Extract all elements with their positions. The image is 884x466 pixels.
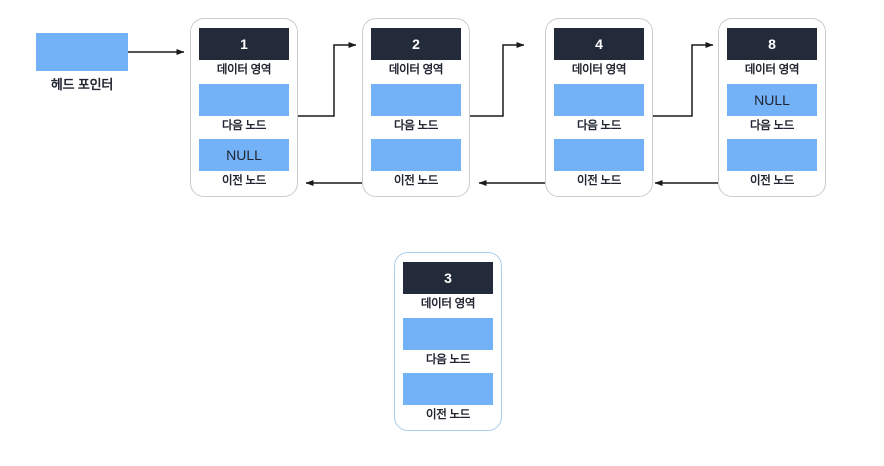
node-4-data-value: 4 <box>554 28 644 60</box>
node-3-data-value: 3 <box>403 262 493 294</box>
node-2-data-label: 데이터 영역 <box>388 64 444 76</box>
node-2-prev-pointer[interactable] <box>371 139 461 172</box>
node-card-2[interactable]: 2 데이터 영역 다음 노드 이전 노드 <box>362 18 470 197</box>
head-pointer-box[interactable] <box>36 33 128 71</box>
node-2-next-pointer[interactable] <box>371 83 461 116</box>
node-8-data-value: 8 <box>727 28 817 60</box>
node-3-next-label: 다음 노드 <box>425 353 470 366</box>
node-card-1[interactable]: 1 데이터 영역 다음 노드 NULL 이전 노드 <box>190 18 298 197</box>
node-8-prev-pointer[interactable] <box>727 139 817 172</box>
node-1-next-pointer[interactable] <box>199 83 289 116</box>
node-2-data-value: 2 <box>371 28 461 60</box>
node-1-prev-label: 이전 노드 <box>221 175 266 188</box>
node-card-4[interactable]: 4 데이터 영역 다음 노드 이전 노드 <box>545 18 653 197</box>
node-3-prev-label: 이전 노드 <box>425 409 470 422</box>
node-4-data-label: 데이터 영역 <box>571 64 627 76</box>
node-4-next-label: 다음 노드 <box>576 119 621 132</box>
node-2-next-label: 다음 노드 <box>393 119 438 132</box>
node-8-prev-label: 이전 노드 <box>749 175 794 188</box>
node-3-data-label: 데이터 영역 <box>420 298 476 310</box>
node-8-data-label: 데이터 영역 <box>744 64 800 76</box>
node-8-next-pointer[interactable]: NULL <box>727 83 817 116</box>
node-1-prev-pointer[interactable]: NULL <box>199 139 289 172</box>
node-2-prev-label: 이전 노드 <box>393 175 438 188</box>
node-3-prev-pointer[interactable] <box>403 373 493 406</box>
node-card-8[interactable]: 8 데이터 영역 NULL 다음 노드 이전 노드 <box>718 18 826 197</box>
node-8-next-label: 다음 노드 <box>749 119 794 132</box>
head-pointer-label: 헤드 포인터 <box>50 77 114 92</box>
node-4-prev-label: 이전 노드 <box>576 175 621 188</box>
node-3-next-pointer[interactable] <box>403 317 493 350</box>
node-4-prev-pointer[interactable] <box>554 139 644 172</box>
node-1-data-label: 데이터 영역 <box>216 64 272 76</box>
node-4-next-pointer[interactable] <box>554 83 644 116</box>
node-card-3-detached[interactable]: 3 데이터 영역 다음 노드 이전 노드 <box>394 252 502 431</box>
node-1-next-label: 다음 노드 <box>221 119 266 132</box>
node-1-data-value: 1 <box>199 28 289 60</box>
